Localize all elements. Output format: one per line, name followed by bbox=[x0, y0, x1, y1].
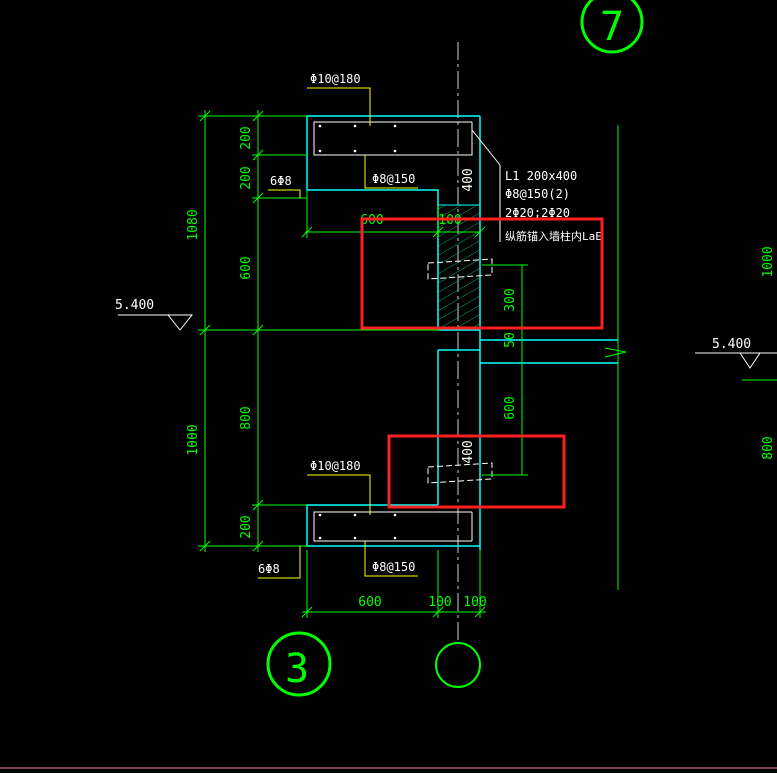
dim-right-400a: 400 bbox=[461, 168, 476, 191]
level-left-label: 5.400 bbox=[115, 298, 154, 313]
grid-bubble-3-label: 3 bbox=[285, 646, 309, 692]
rebar-lines bbox=[313, 121, 493, 542]
rebar-dots bbox=[318, 124, 397, 540]
dim-left-600: 600 bbox=[239, 256, 254, 279]
dimension-lines bbox=[198, 110, 777, 618]
label-bottom-corner: 6Φ8 bbox=[258, 562, 280, 576]
level-arrow bbox=[604, 347, 627, 358]
grid-bubble-7: 7 bbox=[580, 0, 644, 54]
beam-section-hatch bbox=[437, 204, 481, 331]
label-top-stirrup: Φ8@150 bbox=[372, 172, 415, 186]
highlight-box-bottom bbox=[387, 434, 566, 509]
dim-left-800: 800 bbox=[239, 406, 254, 429]
dim-right-300: 300 bbox=[503, 288, 518, 311]
label-top-corner: 6Φ8 bbox=[270, 174, 292, 188]
label-bottom-stirrup: Φ8@150 bbox=[372, 560, 415, 574]
dim-right-400b: 400 bbox=[461, 440, 476, 463]
grid-bubble-center bbox=[435, 642, 481, 688]
beam-note-line1: L1 200x400 bbox=[505, 169, 577, 183]
level-right-label: 5.400 bbox=[712, 337, 751, 352]
beam-note-line2: Φ8@150(2) bbox=[505, 187, 570, 201]
dim-edge-1000: 1000 bbox=[761, 246, 776, 277]
beam-note-line4: 纵筋锚入墙柱内LaE bbox=[505, 229, 602, 243]
dim-left-1000: 1000 bbox=[186, 424, 201, 455]
dim-left-1080: 1080 bbox=[186, 209, 201, 240]
beam-note-line3: 2Φ20;2Φ20 bbox=[505, 206, 570, 220]
label-bottom-distribution: Φ10@180 bbox=[310, 459, 361, 473]
dim-left-200b: 200 bbox=[239, 166, 254, 189]
beam-note-leader bbox=[471, 129, 501, 242]
dim-left-200a: 200 bbox=[239, 126, 254, 149]
label-top-distribution: Φ10@180 bbox=[310, 72, 361, 86]
grid-bubble-3: 3 bbox=[266, 631, 332, 697]
level-marker-right bbox=[695, 352, 777, 369]
dim-right-50: 50 bbox=[503, 332, 518, 348]
leader-lines bbox=[258, 87, 418, 579]
dim-bottom-100a: 100 bbox=[428, 595, 451, 610]
highlight-box-top bbox=[360, 217, 604, 330]
dim-edge-800: 800 bbox=[761, 436, 776, 459]
dim-left-200c: 200 bbox=[239, 515, 254, 538]
dim-right-600: 600 bbox=[503, 396, 518, 419]
dim-bottom-100b: 100 bbox=[463, 595, 486, 610]
grid-bubble-7-label: 7 bbox=[600, 4, 624, 50]
level-marker-left bbox=[118, 314, 194, 331]
dim-bottom-600: 600 bbox=[358, 595, 381, 610]
